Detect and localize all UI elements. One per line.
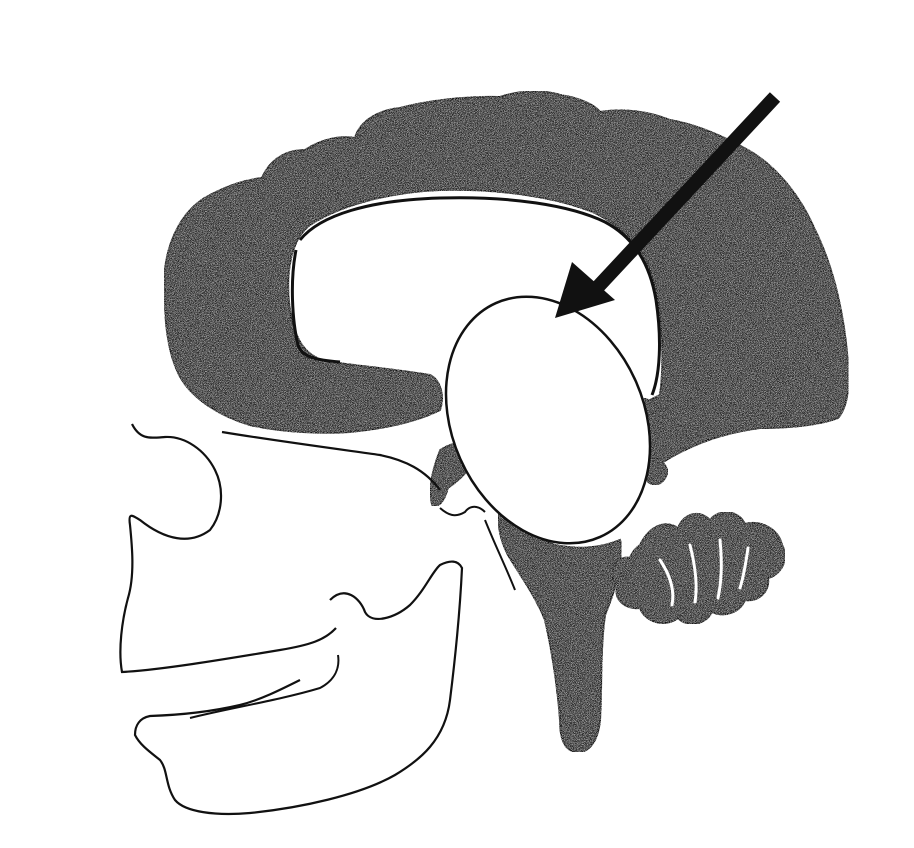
sphenoid-fragment xyxy=(439,505,486,517)
cervical-line xyxy=(484,519,516,591)
thalamus-oval xyxy=(444,295,652,545)
arrow-pointer-icon xyxy=(555,92,781,318)
corpus-callosum-inner-outline xyxy=(290,249,341,364)
cerebellum-fold-lines xyxy=(658,538,750,607)
corpus-callosum-outline xyxy=(298,196,661,396)
teeth-line xyxy=(189,654,340,719)
brainstem-region xyxy=(497,502,623,754)
maxilla-line xyxy=(221,430,441,491)
mandible-outline xyxy=(133,560,464,816)
skull-outline xyxy=(119,423,337,674)
cerebral-cortex-region xyxy=(163,90,850,472)
cerebellum-region xyxy=(611,511,786,625)
